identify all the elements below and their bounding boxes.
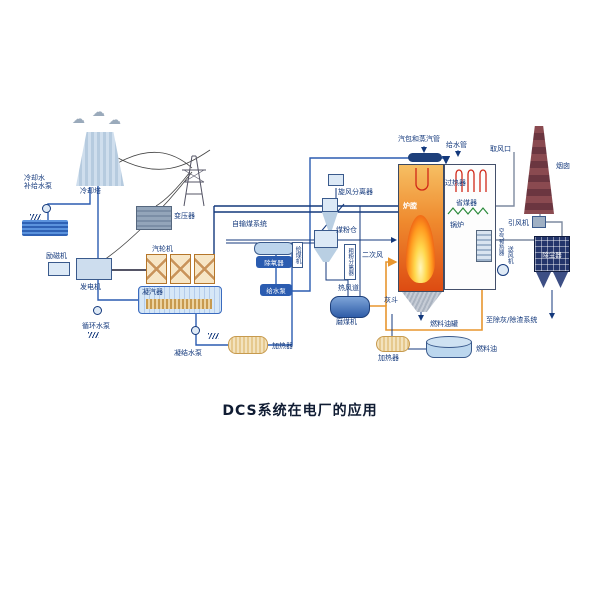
cloud-icon: ☁: [72, 112, 85, 127]
condenser-tube-bundle: [146, 299, 212, 309]
hot-air-duct-line: [368, 264, 483, 331]
generator: [76, 258, 112, 280]
steam-drum: [408, 153, 442, 162]
coarse-separator-label: 粗粉分离器: [347, 248, 354, 276]
coal-feeder-label: 给煤机: [294, 246, 302, 264]
ground-hatch-icon: [30, 214, 41, 220]
deaerator-label: 除氧器: [256, 256, 292, 268]
dust-collector-label: 除尘器: [542, 251, 562, 259]
fuel-tank-label: 燃料油罐: [430, 320, 458, 328]
condenser-label: 凝汽器: [142, 288, 163, 296]
water-steam-pipes: [47, 156, 451, 346]
furnace: [398, 164, 444, 292]
oil-heater: [376, 336, 410, 352]
coal-bunker-label: 煤粉仓: [336, 226, 357, 234]
generator-label: 发电机: [80, 283, 101, 291]
drum-steam-pipe-label: 汽包和蒸汽管: [398, 135, 440, 143]
condensate-pump-icon: [191, 326, 200, 335]
id-fan-label: 引风机: [508, 219, 529, 227]
ground-hatch-icon: [88, 332, 99, 338]
fuel-oil-label: 燃料油: [476, 345, 497, 353]
air-preheater: [476, 230, 492, 262]
ash-and-fuel-lines: [391, 290, 555, 350]
page-title: DCS系统在电厂的应用: [222, 403, 378, 419]
separator-box: [328, 174, 344, 186]
lp-heater-label: 加热器: [272, 342, 293, 350]
ash-hopper-label: 灰斗: [384, 296, 398, 304]
makeup-pump-icon: [42, 204, 51, 213]
feed-pump-label: 给水泵: [260, 284, 292, 296]
turbine-section: [146, 254, 167, 284]
cyclone-separator-body: [322, 198, 338, 212]
secondary-air-line: [385, 257, 398, 306]
power-pylon-icon: [182, 155, 206, 207]
dust-collector: 除尘器: [534, 236, 570, 272]
cyclone-label: 旋风分离器: [338, 188, 373, 196]
deaerator-tank: [254, 242, 294, 255]
id-fan: [532, 216, 546, 228]
turbine-label: 汽轮机: [152, 245, 173, 253]
coarse-separator: 粗粉分离器: [344, 244, 356, 280]
condensate-pipe-b: [268, 254, 293, 346]
feedwater-line: [292, 156, 451, 292]
ground-hatch-icon: [208, 333, 219, 339]
transformer-label: 变压器: [174, 212, 195, 220]
boiler-label: 锅炉: [450, 221, 464, 229]
circulating-water-pipe: [97, 186, 138, 301]
hot-air-lines: [368, 257, 483, 331]
bunker-to-mill-line: [325, 260, 349, 296]
cloud-icon: ☁: [108, 113, 121, 128]
coal-bunker: [314, 230, 338, 248]
oil-heater-label: 加热器: [378, 354, 399, 362]
main-steam-pipes: [213, 205, 398, 256]
to-ash-system-label: 至除灰/除渣系统: [486, 316, 538, 324]
coal-mill: [330, 296, 370, 318]
coal-feeder: 给煤机: [292, 242, 303, 268]
water-channel: [22, 220, 68, 236]
cloud-icon: ☁: [92, 105, 105, 120]
makeup-pump-label: 冷却水 补给水泵: [24, 174, 52, 191]
cooling-tower-label: 冷却塔: [80, 187, 101, 195]
coal-mill-label: 磨煤机: [336, 318, 357, 326]
turbine-section: [170, 254, 191, 284]
air-intake-label: 取风口: [490, 145, 511, 153]
exciter-label: 励磁机: [46, 252, 67, 260]
hot-air-duct-label: 热风道: [338, 284, 359, 292]
furnace-label: 炉膛: [403, 202, 417, 210]
exciter: [48, 262, 70, 276]
fd-fan-label: 送风机: [506, 246, 514, 264]
makeup-water-pipe: [47, 187, 91, 226]
condensate-pipe-a: [195, 312, 228, 346]
turbine-section: [194, 254, 215, 284]
fuel-oil-tank-top: [426, 336, 472, 348]
transformer: [136, 206, 172, 230]
superheater-label: 过热器: [445, 179, 466, 187]
mill-to-cyclone-line: [340, 205, 361, 296]
pointer-lines: [421, 146, 461, 157]
air-preheater-label: 空气预热器: [497, 228, 504, 256]
circulating-pump-label: 循环水泵: [82, 322, 110, 330]
feedwater-pipe-label: 给水管: [446, 141, 467, 149]
turbine-shaft: [112, 269, 146, 271]
flame-icon: [406, 215, 436, 284]
steam-turbine: [146, 254, 215, 284]
coal-lines: [226, 188, 397, 296]
economizer-label: 省煤器: [456, 199, 477, 207]
circulating-pump-icon: [93, 306, 102, 315]
fd-fan-icon: [497, 264, 509, 276]
secondary-air-label: 二次风: [362, 251, 383, 259]
lp-heater: [228, 336, 268, 354]
chimney-label: 烟囱: [556, 162, 570, 170]
coal-conveyor-label: 自输煤系统: [232, 220, 267, 228]
condensate-pump-label: 凝结水泵: [174, 349, 202, 357]
